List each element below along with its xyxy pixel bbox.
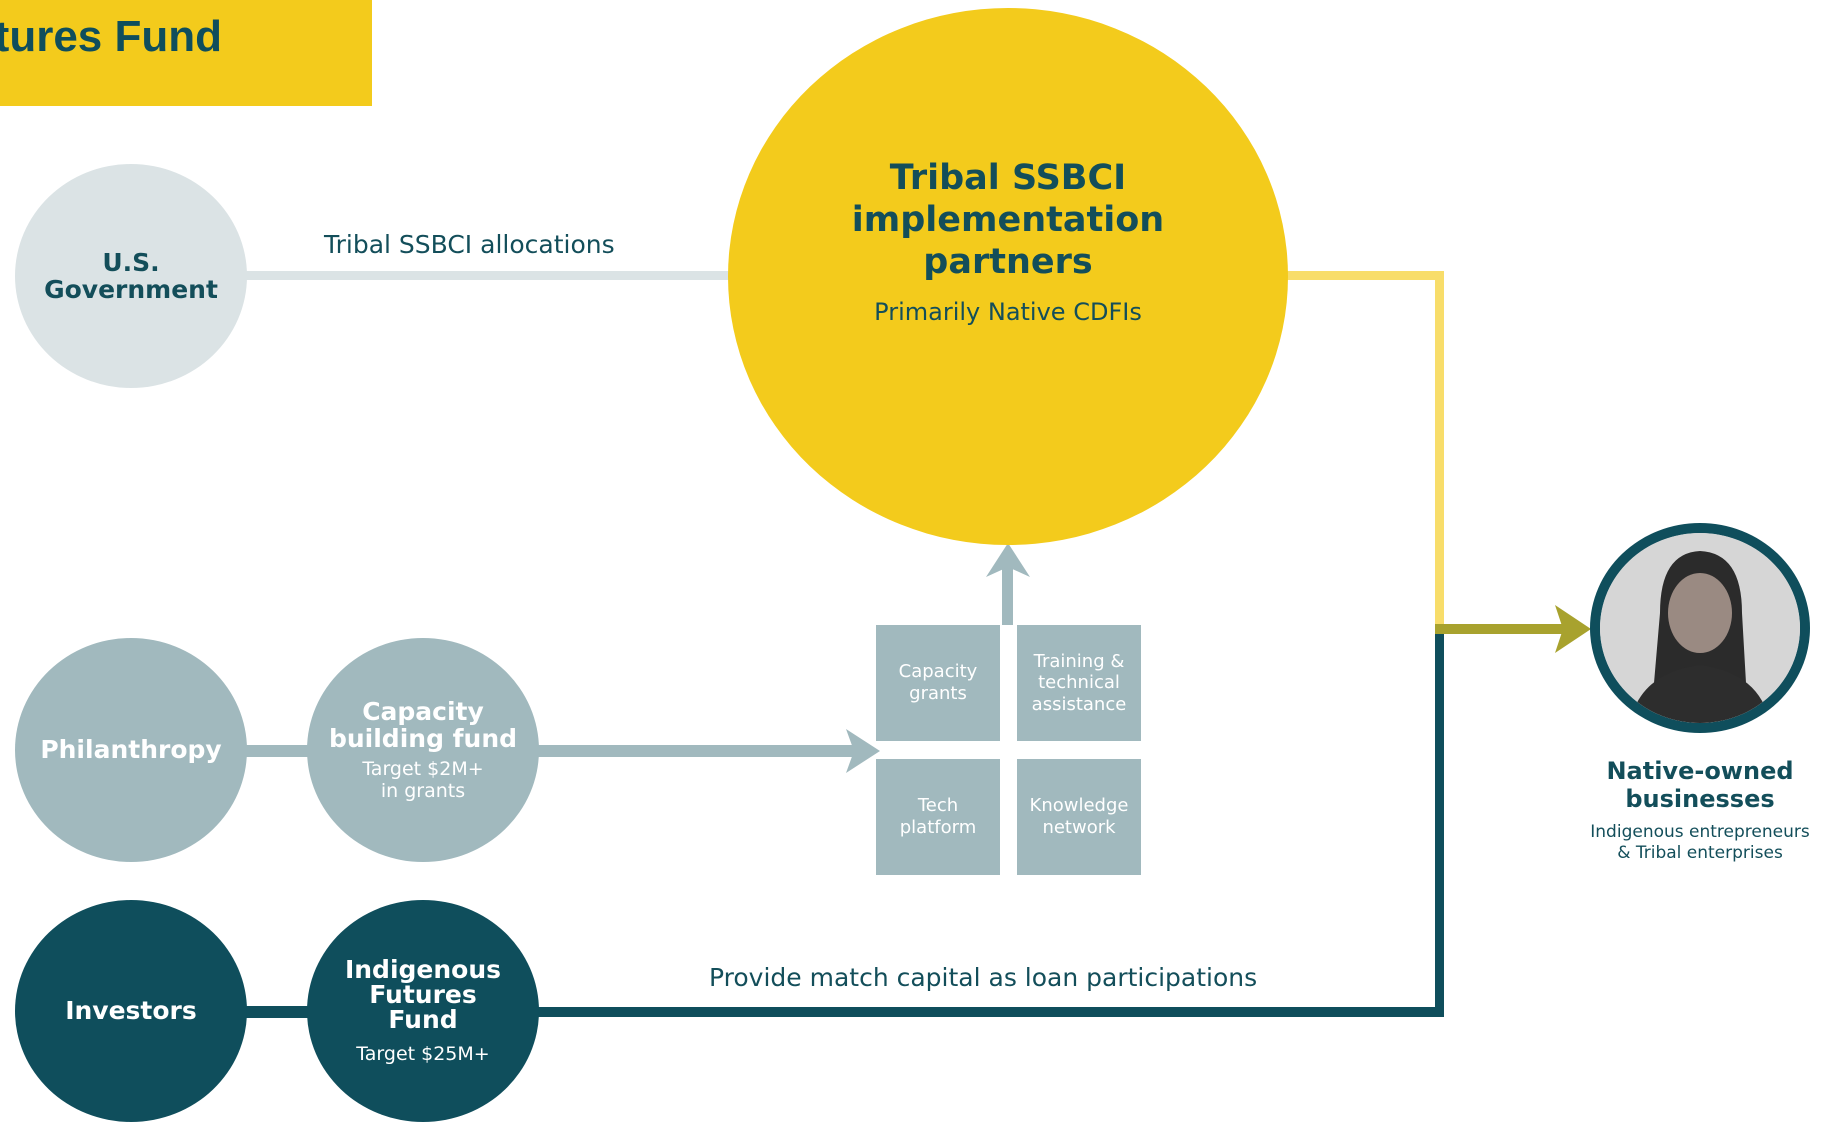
services-to-partners-line: [1002, 565, 1013, 625]
philanthropy-node: Philanthropy: [15, 638, 247, 862]
tech-platform-box: Tech platform: [876, 759, 1000, 875]
arrow-to-services-icon: [846, 729, 880, 773]
businesses-photo: [1590, 523, 1810, 733]
to-businesses-line: [1435, 624, 1565, 634]
arrow-to-businesses-icon: [1555, 605, 1591, 653]
banner-title: utures Fund: [0, 12, 222, 61]
title-banner: utures Fund: [0, 0, 372, 106]
partners-node: Tribal SSBCI implementation partners Pri…: [728, 8, 1288, 545]
match-capital-line-v: [1435, 631, 1444, 1017]
us-government-title: U.S. Government: [44, 247, 218, 304]
capacity-fund-node: Capacity building fund Target $2M+ in gr…: [307, 638, 539, 862]
training-assistance-box: Training & technical assistance: [1017, 625, 1141, 741]
philanthropy-title: Philanthropy: [40, 735, 222, 765]
capacity-fund-title: Capacity building fund: [328, 696, 518, 754]
capacity-fund-target: Target $2M+ in grants: [362, 757, 484, 802]
futures-fund-target: Target $25M+: [356, 1042, 490, 1065]
match-capital-line-h: [530, 1007, 1444, 1017]
investors-node: Investors: [15, 900, 247, 1122]
futures-fund-node: Indigenous Futures Fund Target $25M+: [307, 900, 539, 1122]
person-portrait-icon: [1600, 533, 1800, 723]
futures-fund-title: Indigenous Futures Fund: [344, 954, 502, 1034]
capacity-to-services-line: [530, 745, 858, 757]
allocations-label: Tribal SSBCI allocations: [324, 230, 615, 259]
businesses-subtitle: Indigenous entrepreneurs & Tribal enterp…: [1590, 822, 1810, 864]
investors-link: [240, 1006, 320, 1018]
arrow-to-partners-icon: [986, 543, 1030, 577]
knowledge-network-box: Knowledge network: [1017, 759, 1141, 875]
businesses-title: Native-owned businesses: [1606, 757, 1794, 813]
partners-title: Tribal SSBCI implementation partners: [851, 157, 1165, 282]
partners-to-businesses-line-h: [1280, 271, 1444, 280]
philanthropy-link: [240, 745, 320, 757]
investors-title: Investors: [65, 996, 197, 1026]
partners-to-businesses-line-v: [1435, 271, 1444, 631]
capacity-grants-box: Capacity grants: [876, 625, 1000, 741]
partners-subtitle: Primarily Native CDFIs: [874, 297, 1142, 326]
match-capital-label: Provide match capital as loan participat…: [709, 963, 1258, 992]
allocations-line: [240, 271, 740, 280]
us-government-node: U.S. Government: [15, 164, 247, 388]
